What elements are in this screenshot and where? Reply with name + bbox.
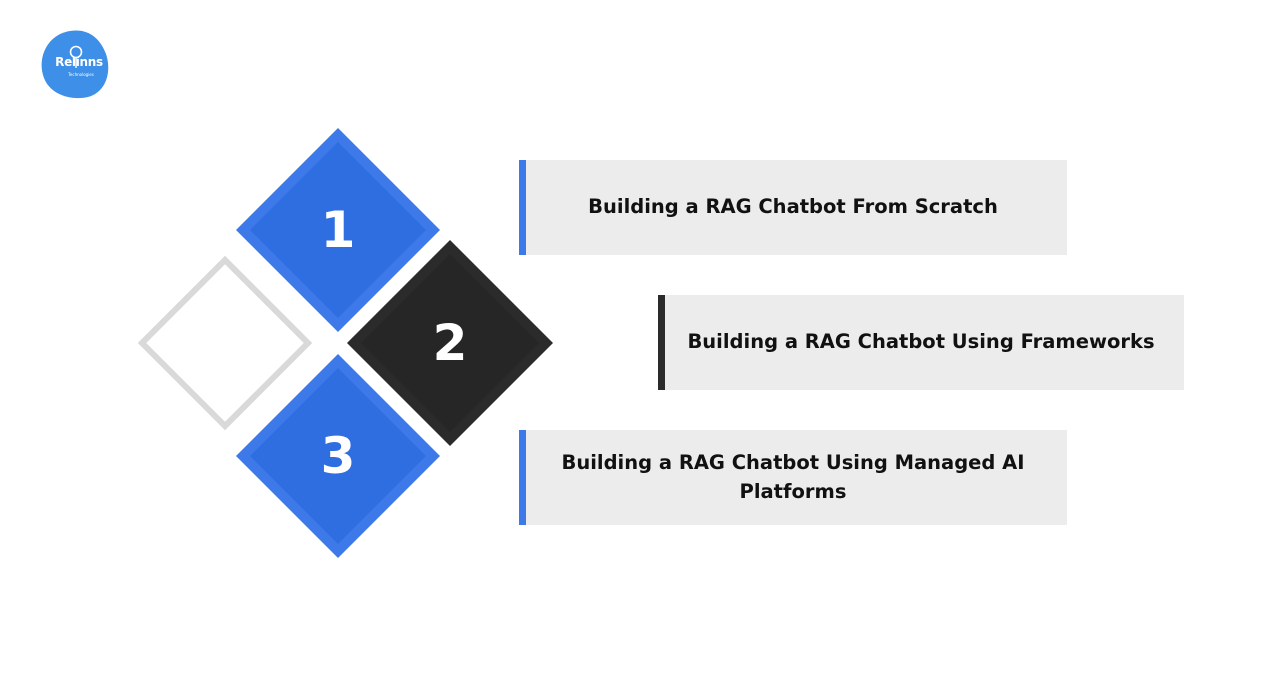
logo-blob-shape xyxy=(41,30,109,99)
step-diamond-1: 1 xyxy=(236,128,440,332)
outline-diamond xyxy=(137,255,313,431)
step-card-2: Building a RAG Chatbot Using Frameworks xyxy=(658,295,1184,390)
step-label-2: Building a RAG Chatbot Using Frameworks xyxy=(687,330,1155,354)
step-number-2: 2 xyxy=(433,314,468,372)
step-card-accent-bar xyxy=(519,430,526,525)
step-card-accent-bar xyxy=(519,160,526,255)
step-number-1: 1 xyxy=(321,201,356,259)
step-card-accent-bar xyxy=(658,295,665,390)
step-card-3: Building a RAG Chatbot Using Managed AI … xyxy=(519,430,1067,525)
company-logo[interactable]: Relinns Technologies xyxy=(40,28,112,100)
lightbulb-icon xyxy=(69,45,83,59)
step-label-1: Building a RAG Chatbot From Scratch xyxy=(588,195,998,219)
logo-name: Relinns xyxy=(55,55,103,69)
logo-tagline: Technologies xyxy=(68,72,94,77)
step-card-1: Building a RAG Chatbot From Scratch xyxy=(519,160,1067,255)
step-number-3: 3 xyxy=(321,427,356,485)
diamond-graphic: 1 2 3 xyxy=(137,128,553,558)
step-label-3: Building a RAG Chatbot Using Managed AI … xyxy=(561,451,1025,503)
step-diamond-3: 3 xyxy=(236,354,440,558)
step-diamond-2: 2 xyxy=(347,240,553,446)
